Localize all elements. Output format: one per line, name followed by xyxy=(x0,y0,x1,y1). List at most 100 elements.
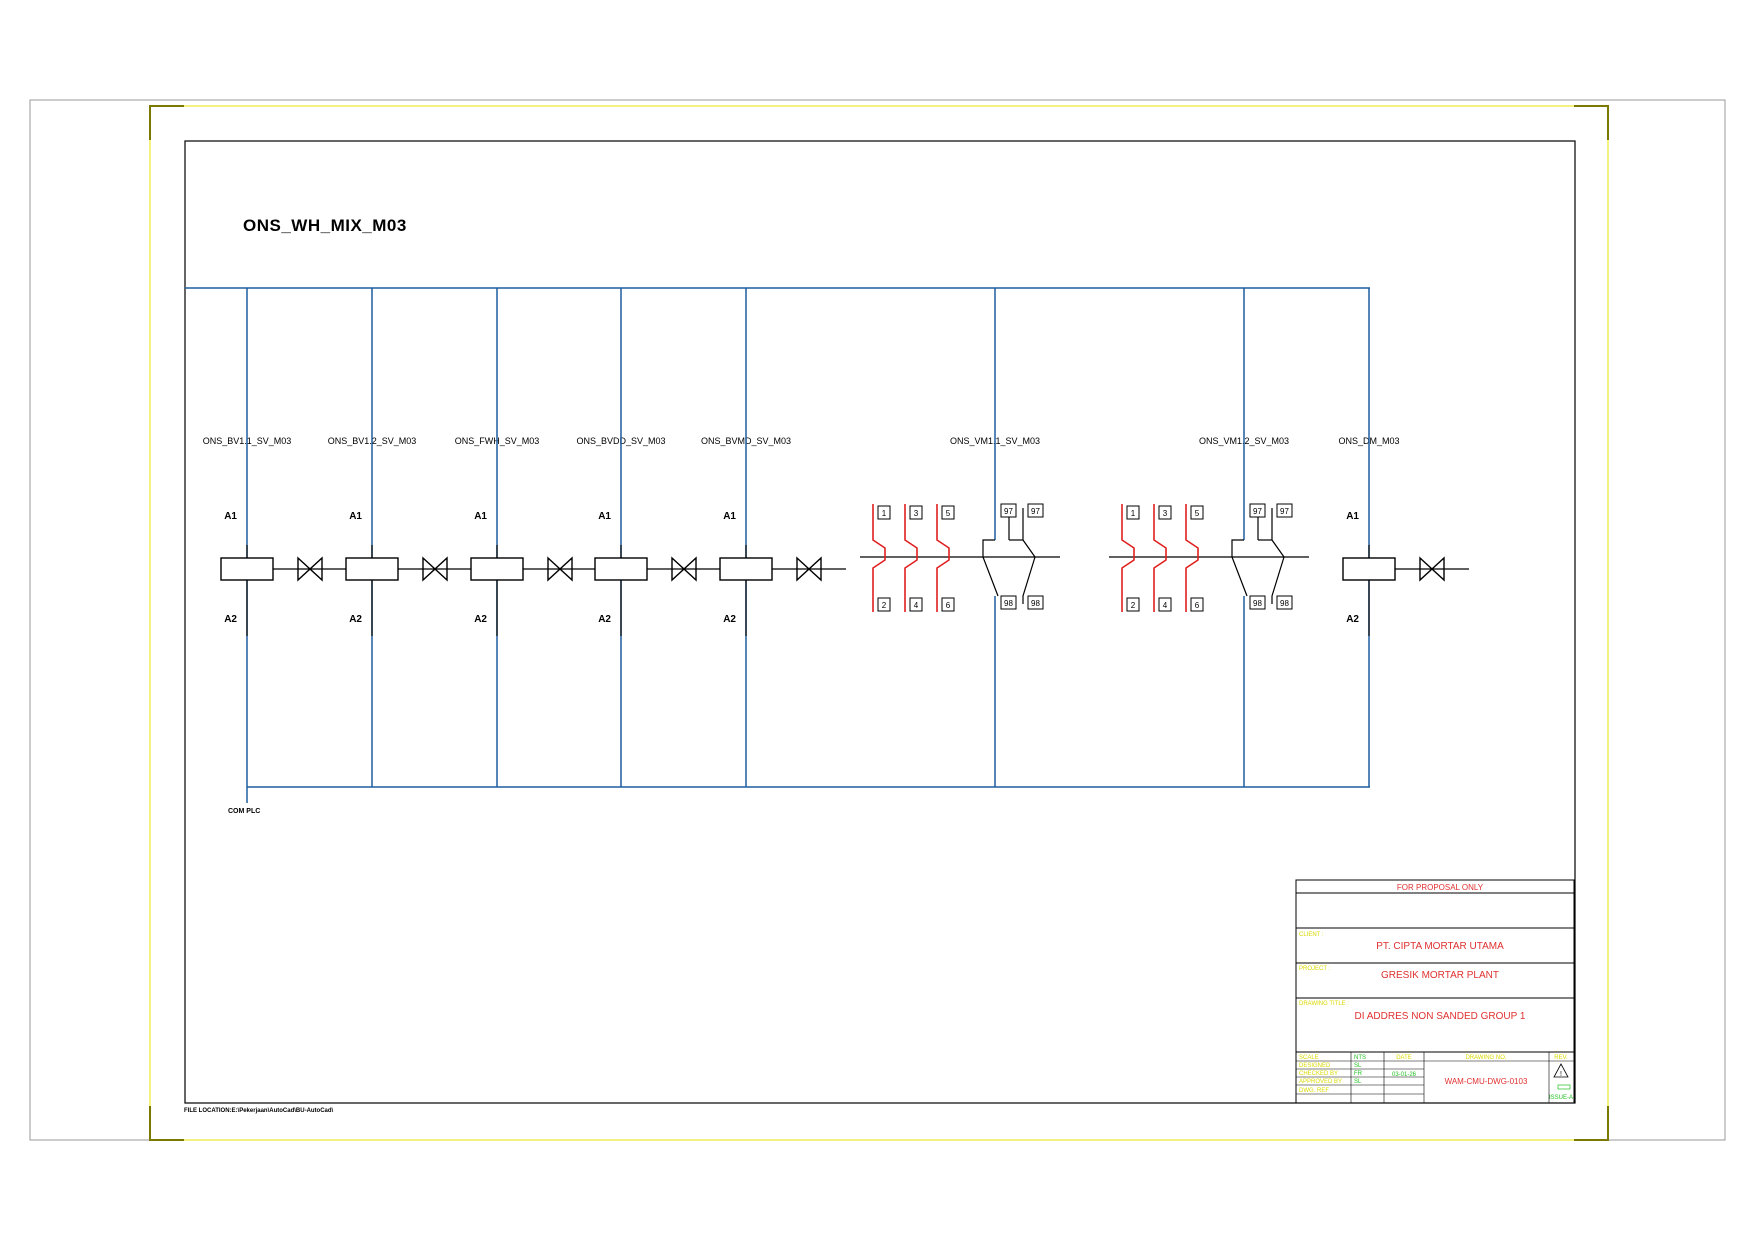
drawing-title-value: DI ADDRES NON SANDED GROUP 1 xyxy=(1355,1011,1526,1022)
terminal-label: 1 xyxy=(882,509,887,518)
pin-a1: A1 xyxy=(349,511,362,522)
terminal-box xyxy=(1249,595,1266,610)
rev-warning-icon: ! xyxy=(1553,1063,1569,1078)
aux-terminal-label: 97 xyxy=(1004,507,1013,516)
terminal-box xyxy=(909,597,923,612)
terminal-label: 5 xyxy=(1195,509,1200,518)
aux-terminal-label: 98 xyxy=(1253,599,1262,608)
aux-terminal-label: 98 xyxy=(1031,599,1040,608)
aux-contact-no-icon xyxy=(1271,508,1285,604)
device-ons-vm1-2-sv-m03: ONS_VM1.2_SV_M0312345697989798 xyxy=(1109,288,1309,787)
terminal-box xyxy=(1000,595,1017,610)
yellow-frame xyxy=(149,105,1609,1141)
pin-a1: A1 xyxy=(1346,511,1359,522)
valve-icon xyxy=(547,556,573,582)
pin-a2: A2 xyxy=(474,614,487,625)
drawing-border xyxy=(184,140,1576,1104)
rev-caption: REV. xyxy=(1554,1055,1568,1061)
aux-terminal-label: 98 xyxy=(1004,599,1013,608)
terminal-box xyxy=(1276,503,1293,518)
thermal-contact-icon xyxy=(872,504,886,612)
thermal-contact-icon xyxy=(904,504,918,612)
terminal-label: 4 xyxy=(914,601,919,610)
rev-marker-icon xyxy=(1557,1084,1571,1090)
pin-a1: A1 xyxy=(474,511,487,522)
aux-terminal-label: 97 xyxy=(1253,507,1262,516)
coil-icon xyxy=(470,557,524,581)
drawing-no-value: WAM-CMU-DWG-0103 xyxy=(1445,1077,1528,1086)
pin-a2: A2 xyxy=(598,614,611,625)
terminal-box xyxy=(1158,597,1172,612)
pin-a2: A2 xyxy=(723,614,736,625)
terminal-label: 6 xyxy=(946,601,951,610)
drawing-title: ONS_WH_MIX_M03 xyxy=(243,216,407,235)
tb-row-caption: DESIGNED xyxy=(1299,1063,1331,1069)
terminal-label: 1 xyxy=(1131,509,1136,518)
project-caption: PROJECT : xyxy=(1299,966,1331,972)
aux-terminal-label: 97 xyxy=(1280,507,1289,516)
coil-icon xyxy=(719,557,773,581)
terminal-box xyxy=(909,505,923,520)
pin-a1: A1 xyxy=(224,511,237,522)
terminal-label: 3 xyxy=(1163,509,1168,518)
pin-a1: A1 xyxy=(723,511,736,522)
pin-a1: A1 xyxy=(598,511,611,522)
rev-value: ISSUE-A xyxy=(1549,1095,1573,1101)
tb-row-value: NTS xyxy=(1354,1055,1366,1061)
file-location: FILE LOCATION:E:\Pekerjaan\AutoCad\BU-Au… xyxy=(184,1108,334,1114)
tb-row-value: FR xyxy=(1354,1071,1363,1077)
terminal-label: 5 xyxy=(946,509,951,518)
tb-row-caption: SCALE xyxy=(1299,1055,1319,1061)
project-name: GRESIK MORTAR PLANT xyxy=(1381,970,1499,981)
terminal-box xyxy=(1027,503,1044,518)
sheet-border xyxy=(29,99,1726,1141)
aux-terminal-label: 97 xyxy=(1031,507,1040,516)
client-name: PT. CIPTA MORTAR UTAMA xyxy=(1376,941,1504,952)
tb-row-caption: CHECKED BY xyxy=(1299,1071,1338,1077)
pin-a2: A2 xyxy=(224,614,237,625)
terminal-label: 2 xyxy=(882,601,887,610)
tb-row-caption: APPROVED BY xyxy=(1299,1079,1342,1085)
terminal-box xyxy=(1158,505,1172,520)
terminal-box xyxy=(1126,505,1140,520)
terminal-box xyxy=(1126,597,1140,612)
tb-row-value: SL xyxy=(1354,1063,1362,1069)
terminal-box xyxy=(1027,595,1044,610)
drawing-title-caption: DRAWING TITLE : xyxy=(1299,1001,1349,1007)
terminal-box xyxy=(1190,505,1204,520)
tb-row-value: SL xyxy=(1354,1079,1362,1085)
drawing-no-caption: DRAWING NO. xyxy=(1465,1055,1506,1061)
coil-icon xyxy=(594,557,648,581)
thermal-contact-icon xyxy=(1121,504,1135,612)
corner-marks xyxy=(149,105,1609,1141)
proposal-notice: FOR PROPOSAL ONLY xyxy=(1397,883,1484,892)
svg-text:!: ! xyxy=(1560,1071,1562,1078)
title-block: FOR PROPOSAL ONLY CLIENT : PT. CIPTA MOR… xyxy=(1295,879,1575,1104)
device-ons-vm1-1-sv-m03: ONS_VM1.1_SV_M0312345697989798 xyxy=(860,288,1060,787)
valve-icon xyxy=(671,556,697,582)
date-value: 03-01-26 xyxy=(1392,1072,1417,1078)
thermal-contact-icon xyxy=(1185,504,1199,612)
terminal-label: 4 xyxy=(1163,601,1168,610)
com-plc-label: COM PLC xyxy=(228,808,260,815)
pin-a2: A2 xyxy=(349,614,362,625)
client-caption: CLIENT : xyxy=(1299,932,1324,938)
terminal-box xyxy=(1249,503,1266,518)
valve-icon xyxy=(422,556,448,582)
terminal-box xyxy=(1190,597,1204,612)
pin-a2: A2 xyxy=(1346,614,1359,625)
coil-icon xyxy=(1342,557,1396,581)
title-block-rows: SCALE NTS DESIGNED SL CHECKED BY FR APPROVED B… xyxy=(1299,1055,1366,1094)
aux-contact-nc-icon xyxy=(1231,539,1248,597)
terminal-box xyxy=(941,597,955,612)
coil-icon xyxy=(345,557,399,581)
thermal-contact-icon xyxy=(936,504,950,612)
valve-icon xyxy=(297,556,323,582)
terminal-box xyxy=(941,505,955,520)
